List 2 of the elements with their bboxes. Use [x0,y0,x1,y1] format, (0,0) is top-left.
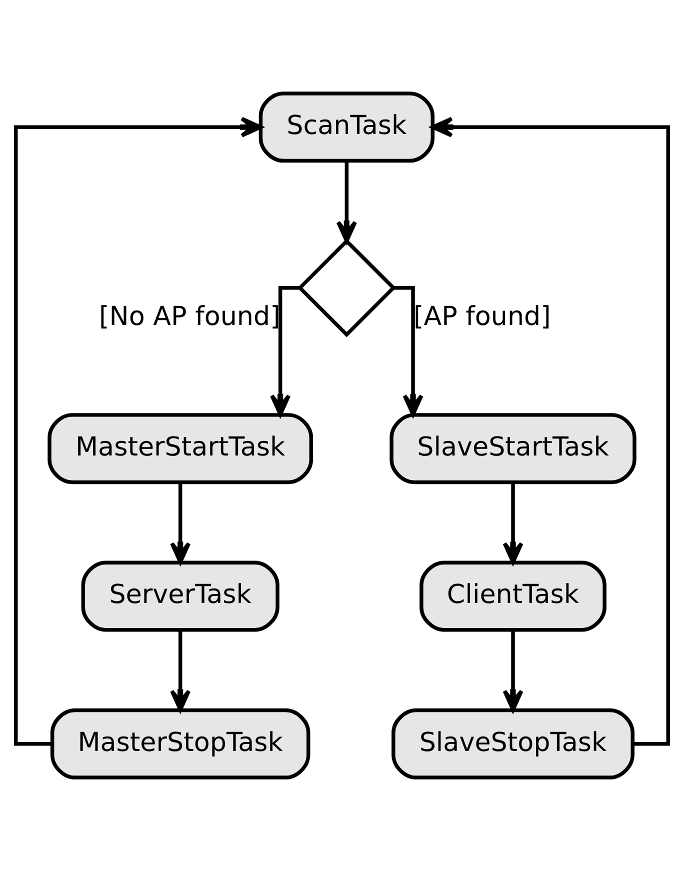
edge-label: [No AP found] [99,302,280,332]
edge-label: [AP found] [413,302,551,332]
